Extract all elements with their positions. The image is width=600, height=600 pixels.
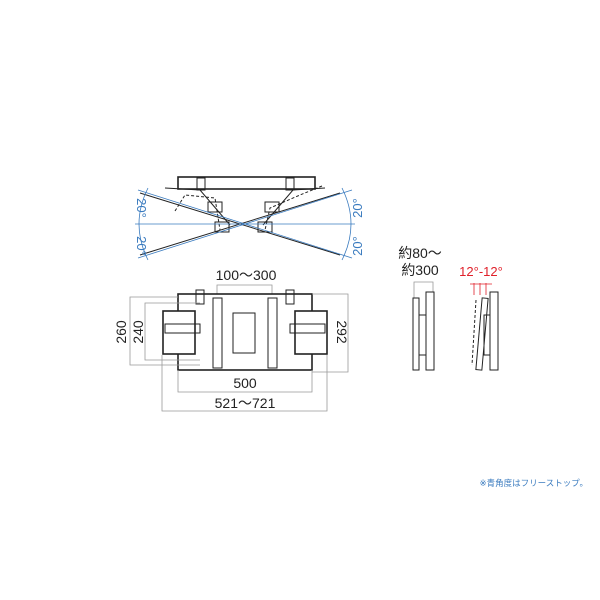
hinge-left-2 [214, 221, 230, 233]
vesa-dim [216, 284, 273, 298]
depth-dim [413, 281, 434, 298]
depth-label-1: 約80～ [398, 245, 442, 261]
front-view: 100～300 260 240 292 500 521～721 [113, 267, 350, 412]
width-plate-label: 500 [233, 375, 257, 391]
wall-plate-top [177, 176, 316, 190]
arm-right [262, 187, 326, 226]
arm-right-swing [264, 185, 323, 231]
angle-line-ll [137, 223, 246, 259]
height-outer-label: 260 [113, 320, 129, 344]
side-plate-b [425, 291, 435, 371]
center-window [232, 312, 256, 354]
height-inner-label: 240 [130, 320, 146, 344]
angle-arc-left [138, 187, 149, 261]
tilt-dash [471, 299, 477, 366]
dim-292 [312, 293, 349, 373]
tilt-arrows [470, 283, 492, 295]
angle-label: 20° [134, 236, 149, 256]
side-plate-c [475, 297, 489, 371]
dim-260 [129, 296, 200, 366]
width-extended-label: 521～721 [215, 395, 276, 411]
vesa-width-label: 100～300 [216, 267, 277, 283]
dim-500 [177, 370, 313, 393]
angle-label: 20° [350, 236, 365, 256]
depth-label-2: 約300 [401, 262, 439, 278]
note-text: ※青角度はフリーストップ。 [480, 478, 588, 489]
top-view: 20° 20° 20° 20° [134, 176, 365, 261]
angle-line-ru [244, 189, 353, 225]
arm-left-swing [174, 194, 221, 231]
side-arm-b [483, 314, 491, 356]
arm-left [164, 187, 231, 226]
angle-label: 20° [350, 198, 365, 218]
dim-240 [144, 302, 200, 361]
hinge-right [264, 201, 280, 213]
arm-bar-right [289, 323, 326, 334]
hinge-left [207, 201, 223, 213]
side-plate-a [412, 297, 420, 371]
angle-label: 20° [134, 198, 149, 218]
tilt-label: 12°-12° [459, 264, 503, 279]
side-plate-d [489, 291, 499, 371]
angle-line-lu [137, 189, 246, 225]
hook-right [285, 289, 295, 305]
angle-arc-right [341, 187, 352, 261]
height-right-label: 292 [334, 320, 350, 344]
arm-bar-left [164, 323, 201, 334]
bracket-left [196, 177, 206, 191]
side-view: 約80～ 約300 12°-12° [398, 245, 503, 371]
hook-left [195, 289, 205, 305]
angle-line-rl [244, 223, 353, 259]
wall-plate [177, 293, 313, 371]
side-arm-a [418, 314, 427, 356]
rail-right [267, 297, 278, 369]
dim-521-721 [161, 355, 328, 412]
rail-left [212, 297, 223, 369]
bracket-right [285, 177, 295, 191]
